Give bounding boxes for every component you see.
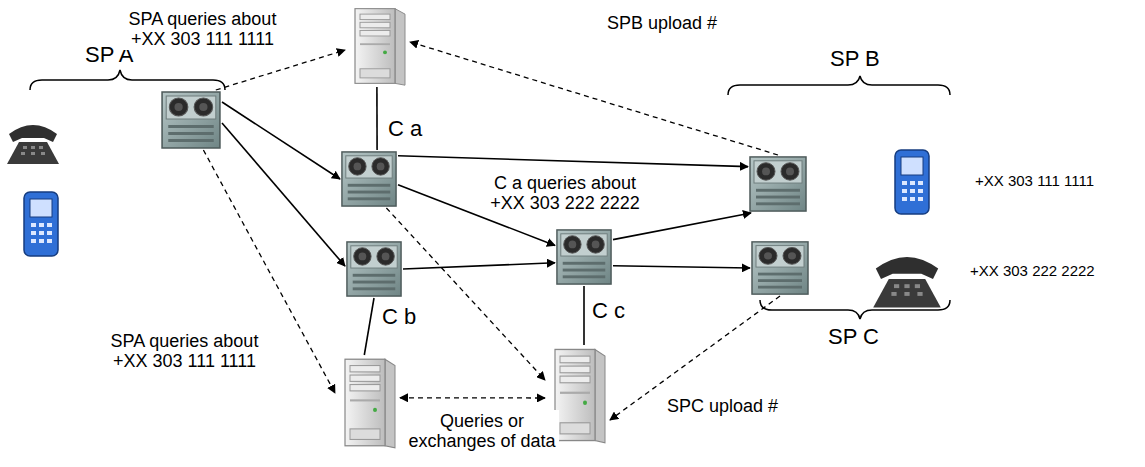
mobile-phone bbox=[24, 192, 58, 256]
dashed-query-arrow bbox=[216, 50, 345, 90]
mobile-phone bbox=[895, 150, 929, 214]
call-route-arrow bbox=[403, 263, 555, 269]
landline-phone bbox=[873, 257, 941, 308]
server-icon-graphic bbox=[335, 355, 400, 450]
edge-label: SPB upload # bbox=[605, 12, 719, 34]
switch-icon-graphic bbox=[748, 155, 808, 213]
group-label: C a bbox=[388, 116, 422, 142]
switch-icon-graphic bbox=[160, 90, 222, 150]
switch-icon-graphic bbox=[750, 240, 810, 296]
call-route-arrow bbox=[583, 286, 585, 345]
group-label: SP B bbox=[830, 46, 880, 72]
dashed-query-arrow bbox=[410, 42, 778, 155]
phone-number: +XX 303 111 1111 bbox=[975, 172, 1094, 190]
group-brace bbox=[760, 300, 950, 319]
switch-icon-graphic bbox=[555, 228, 613, 286]
phone-number: +XX 303 222 2222 bbox=[970, 262, 1095, 280]
dashed-query-arrow bbox=[610, 296, 780, 420]
switch-icon-graphic bbox=[340, 150, 398, 208]
server-icon bbox=[335, 355, 400, 450]
switch-icon: C a bbox=[340, 150, 398, 208]
group-label: C c bbox=[592, 298, 625, 324]
edge-label: SPC upload # bbox=[665, 395, 780, 417]
call-route-arrow bbox=[398, 156, 748, 167]
group-brace bbox=[30, 70, 225, 90]
server-icon bbox=[345, 5, 410, 87]
switch-icon: C c bbox=[555, 228, 613, 286]
call-route-arrow bbox=[376, 87, 378, 150]
switch-icon: SP C bbox=[750, 240, 810, 296]
call-route-arrow bbox=[613, 266, 750, 268]
group-label: SP C bbox=[828, 324, 879, 350]
group-brace bbox=[728, 76, 950, 95]
call-route-arrow bbox=[222, 102, 340, 179]
call-route-arrow bbox=[222, 123, 345, 266]
edge-label: Queries or exchanges of data bbox=[405, 410, 559, 452]
switch-icon: SP B bbox=[748, 155, 808, 213]
dashed-query-arrow bbox=[386, 208, 545, 380]
switch-icon: SP A bbox=[160, 90, 222, 150]
group-label: C b bbox=[382, 304, 416, 330]
landline-phone bbox=[7, 125, 59, 164]
server-icon-graphic bbox=[345, 5, 410, 87]
edge-label: C a queries about +XX 303 222 2222 bbox=[478, 172, 652, 214]
edge-label: SPA queries about +XX 303 111 1111 bbox=[118, 8, 287, 50]
switch-icon-graphic bbox=[345, 240, 403, 298]
switch-icon: C b bbox=[345, 240, 403, 298]
call-route-arrow bbox=[364, 298, 374, 355]
edge-label: SPA queries about +XX 303 111 1111 bbox=[100, 330, 269, 372]
call-route-arrow bbox=[613, 213, 751, 240]
dashed-query-arrow bbox=[400, 397, 545, 399]
